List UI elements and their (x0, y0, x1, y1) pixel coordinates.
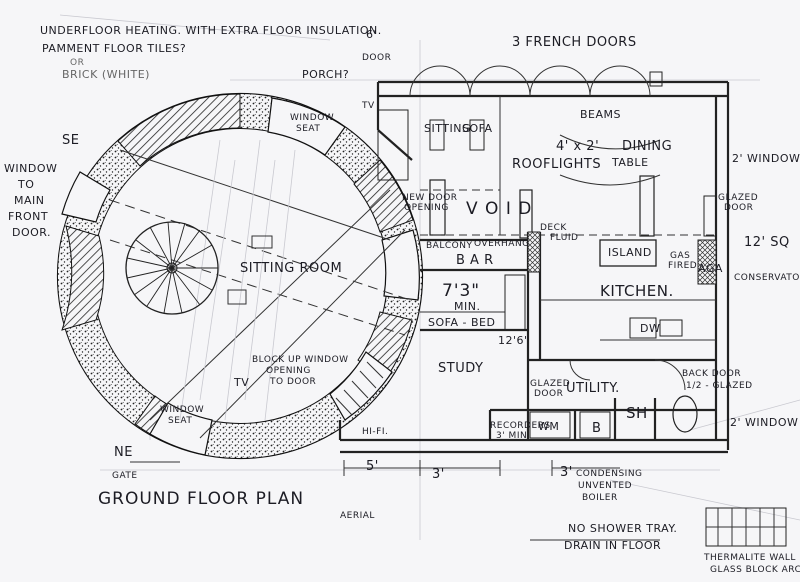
room-labels: 6' DOOR 3 FRENCH DOORS PORCH? SE WINDOW … (4, 28, 800, 575)
label-12sq: 12' SQ (744, 235, 790, 250)
dim-5ft: 5' (366, 459, 379, 474)
label-window-2ft: 2' WINDOW (732, 152, 800, 165)
label-overhang: OVERHANG (474, 239, 530, 249)
label-kitchen: KITCHEN. (600, 282, 674, 300)
round-tower (56, 92, 424, 460)
window-seat-bottom-2: SEAT (168, 416, 192, 426)
label-utility: UTILITY. (566, 381, 620, 396)
label-se: SE (62, 133, 79, 148)
note-line-3: OR (70, 58, 84, 68)
note-line-4: BRICK (WHITE) (62, 68, 150, 81)
label-sitting-room: SITTING ROOM (240, 261, 342, 276)
legend-box (705, 507, 787, 547)
dim-3ft-b: 3' (560, 465, 573, 480)
label-tv-circle: TV (233, 376, 249, 389)
label-island: ISLAND (608, 246, 652, 259)
wtf-line-2: TO (17, 178, 34, 191)
label-sh: SH (626, 404, 648, 422)
label-dw: DW (640, 322, 660, 335)
wtf-line-4: FRONT (8, 210, 48, 223)
glazed-door-mid-2: DOOR (534, 389, 563, 399)
label-bar: B A R (456, 253, 494, 268)
gas-fired-1: GAS (670, 251, 690, 261)
recorders-1: RECORDERS (490, 421, 551, 431)
block-up-1: BLOCK UP WINDOW (252, 355, 349, 365)
label-void: V O I D (466, 199, 532, 219)
spiral-staircase (125, 221, 219, 315)
plan-title: GROUND FLOOR PLAN (98, 489, 304, 509)
block-up-3: TO DOOR (269, 377, 316, 387)
label-french-doors: 3 FRENCH DOORS (512, 35, 637, 50)
annotation-notes: UNDERFLOOR HEATING. WITH EXTRA FLOOR INS… (40, 24, 382, 81)
glazed-door-top-1: GLAZED (718, 193, 758, 203)
label-sofa: SOFA (462, 122, 492, 135)
label-gate: GATE (112, 471, 138, 481)
label-12-6: 12'6" (498, 334, 530, 347)
no-shower-2: DRAIN IN FLOOR (564, 539, 661, 552)
label-tv-top: TV (361, 101, 375, 111)
label-study: STUDY (438, 361, 483, 376)
label-dining: DINING (622, 139, 672, 154)
recorders-2: 3' MIN (496, 431, 527, 441)
block-up-2: OPENING (266, 366, 311, 376)
window-seat-top-1: WINDOW (290, 113, 334, 123)
glazed-door-mid-1: GLAZED (530, 379, 570, 389)
dimension-lines (130, 460, 660, 541)
condensing-1: CONDENSING (576, 469, 643, 479)
label-rooflight-size: 4' x 2' (556, 139, 599, 154)
label-b: B (592, 421, 601, 436)
label-rooflights: ROOFLIGHTS (512, 157, 601, 172)
back-door-2: 1/2 - GLAZED (686, 381, 753, 391)
condensing-2: UNVENTED (578, 481, 632, 491)
label-balcony: BALCONY (426, 241, 472, 251)
deck-fluid-1: DECK (540, 223, 567, 233)
main-building (338, 65, 730, 454)
label-window-2ft-b: 2' WINDOW (730, 416, 798, 429)
window-seat-top-2: SEAT (296, 124, 320, 134)
back-door-1: BACK DOOR (682, 369, 741, 379)
window-to-front-door-label: WINDOW TO MAIN FRONT DOOR. (4, 162, 57, 239)
wtf-line-5: DOOR. (12, 226, 51, 239)
label-beams: BEAMS (580, 108, 621, 121)
condensing-3: BOILER (582, 493, 618, 503)
label-porch: PORCH? (302, 68, 349, 81)
no-shower-1: NO SHOWER TRAY. (568, 522, 677, 535)
wtf-line-3: MAIN (14, 194, 45, 207)
label-size-7-3: 7'3" (442, 281, 480, 301)
label-hifi: HI-FI. (362, 427, 388, 437)
label-sitting: SITTING (424, 122, 471, 135)
label-door: DOOR (362, 53, 391, 63)
new-door-2: OPENING (404, 203, 449, 213)
label-sofa-bed: SOFA - BED (428, 316, 495, 329)
new-door-1: NEW DOOR (402, 193, 458, 203)
dim-3ft-a: 3' (432, 467, 445, 482)
glazed-door-top-2: DOOR (724, 203, 753, 213)
window-seat-bottom-1: WINDOW (160, 405, 204, 415)
label-table: TABLE (611, 156, 649, 169)
wtf-line-1: WINDOW (4, 162, 57, 175)
legend-1: THERMALITE WALL (703, 553, 796, 563)
dim-6ft: 6' (366, 28, 377, 41)
deck-fluid-2: FLUID (550, 233, 578, 243)
label-conservatory: CONSERVATORY (734, 273, 800, 283)
note-line-1: UNDERFLOOR HEATING. WITH EXTRA FLOOR INS… (40, 24, 382, 37)
label-wm: WM (538, 420, 559, 433)
label-aerial: AERIAL (340, 511, 375, 521)
legend-2: GLASS BLOCK ARCH (710, 565, 800, 575)
note-line-2: PAMMENT FLOOR TILES? (42, 42, 186, 55)
label-ne: NE (114, 445, 133, 460)
gas-fired-2: FIRED (668, 261, 697, 271)
label-min: MIN. (454, 300, 480, 313)
label-aga: AGA (698, 262, 723, 275)
